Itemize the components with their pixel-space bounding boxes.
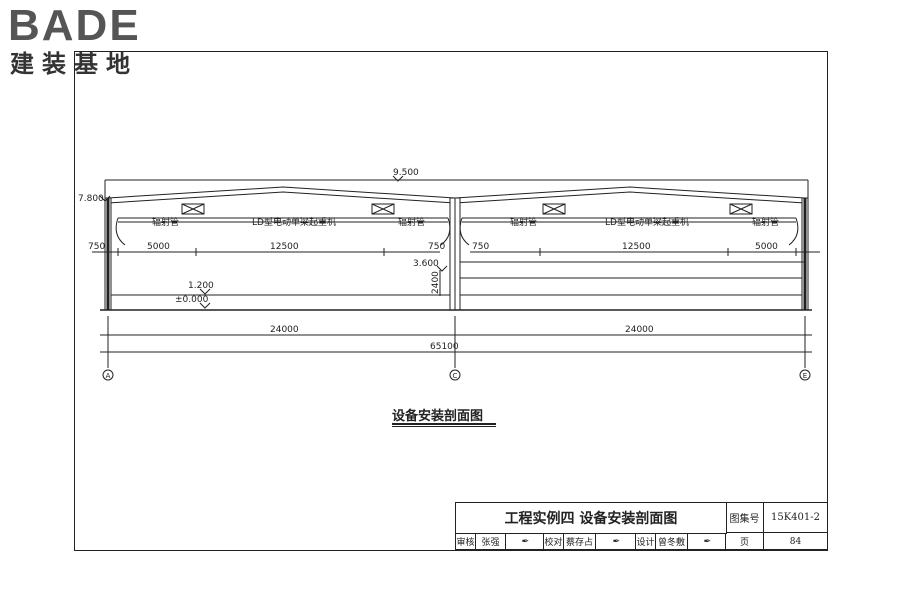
- axis-c-label: C: [453, 372, 458, 380]
- elev-platform: 1.200: [188, 281, 214, 291]
- designer-name: 曾冬敷: [656, 533, 688, 550]
- elev-crane-track: 3.600: [413, 259, 439, 269]
- dim-span-left: 24000: [270, 325, 299, 335]
- title-block: 工程实例四 设备安装剖面图 图集号 15K401-2 审核 张强 ✒ 校对 蔡存…: [455, 502, 828, 550]
- bade-logo: BADE 建装基地: [8, 4, 178, 84]
- checker-signature: ✒: [596, 533, 636, 550]
- crane-label-left: LD型电动单梁起重机: [252, 216, 336, 228]
- dim-12500: 12500: [622, 242, 651, 252]
- dim-5000: 5000: [147, 242, 170, 252]
- dim-span-right: 24000: [625, 325, 654, 335]
- elev-ground: ±0.000: [175, 295, 209, 305]
- page-label: 页: [726, 533, 764, 550]
- dim-2400: 2400: [431, 271, 441, 294]
- radiant-tube-label: 辐射管: [510, 216, 537, 228]
- elev-ridge: 9.500: [393, 168, 419, 178]
- design-label: 设计: [636, 533, 656, 550]
- dim-total: 65100: [430, 342, 459, 352]
- dim-12500: 12500: [270, 242, 299, 252]
- caption-underline-thin: [392, 426, 496, 427]
- check-label: 校对: [544, 533, 564, 550]
- elev-eave: 7.800: [78, 194, 104, 204]
- dim-750: 750: [428, 242, 445, 252]
- radiant-tube-box: [371, 203, 395, 215]
- axis-e-label: E: [803, 372, 807, 380]
- designer-signature: ✒: [688, 533, 726, 550]
- radiant-tube-label: 辐射管: [398, 216, 425, 228]
- logo-brand-bottom: 建装基地: [10, 50, 138, 78]
- axis-a-bubble: [102, 369, 114, 381]
- checker-name: 蔡存占: [564, 533, 596, 550]
- drawing-caption: 设备安装剖面图: [392, 409, 484, 424]
- roof-left: [107, 186, 456, 199]
- radiant-tube-box: [181, 203, 205, 215]
- dim-750: 750: [472, 242, 489, 252]
- drawing-sheet-border: [74, 51, 828, 551]
- radiant-tube-label: 辐射管: [752, 216, 779, 228]
- axis-e-bubble: [799, 369, 811, 381]
- axis-a-label: A: [106, 372, 111, 380]
- atlas-label: 图集号: [726, 503, 764, 533]
- crane-label-right: LD型电动单梁起重机: [605, 216, 689, 228]
- reviewer-name: 张强: [476, 533, 506, 550]
- title-block-title: 工程实例四 设备安装剖面图: [456, 503, 727, 534]
- atlas-number: 15K401-2: [764, 503, 827, 533]
- review-label: 审核: [456, 533, 476, 550]
- reviewer-signature: ✒: [506, 533, 544, 550]
- roof-right: [454, 186, 806, 199]
- page-number: 84: [789, 536, 802, 547]
- radiant-tube-box: [729, 203, 753, 215]
- caption-underline: [392, 423, 496, 425]
- dim-5000: 5000: [755, 242, 778, 252]
- logo-brand-top: BADE: [8, 1, 141, 50]
- radiant-tube-box: [542, 203, 566, 215]
- radiant-tube-label: 辐射管: [152, 216, 179, 228]
- axis-c-bubble: [449, 369, 461, 381]
- dim-750: 750: [88, 242, 105, 252]
- title-block-signature-row: 审核 张强 ✒ 校对 蔡存占 ✒ 设计 曾冬敷 ✒ 页 84: [456, 533, 827, 550]
